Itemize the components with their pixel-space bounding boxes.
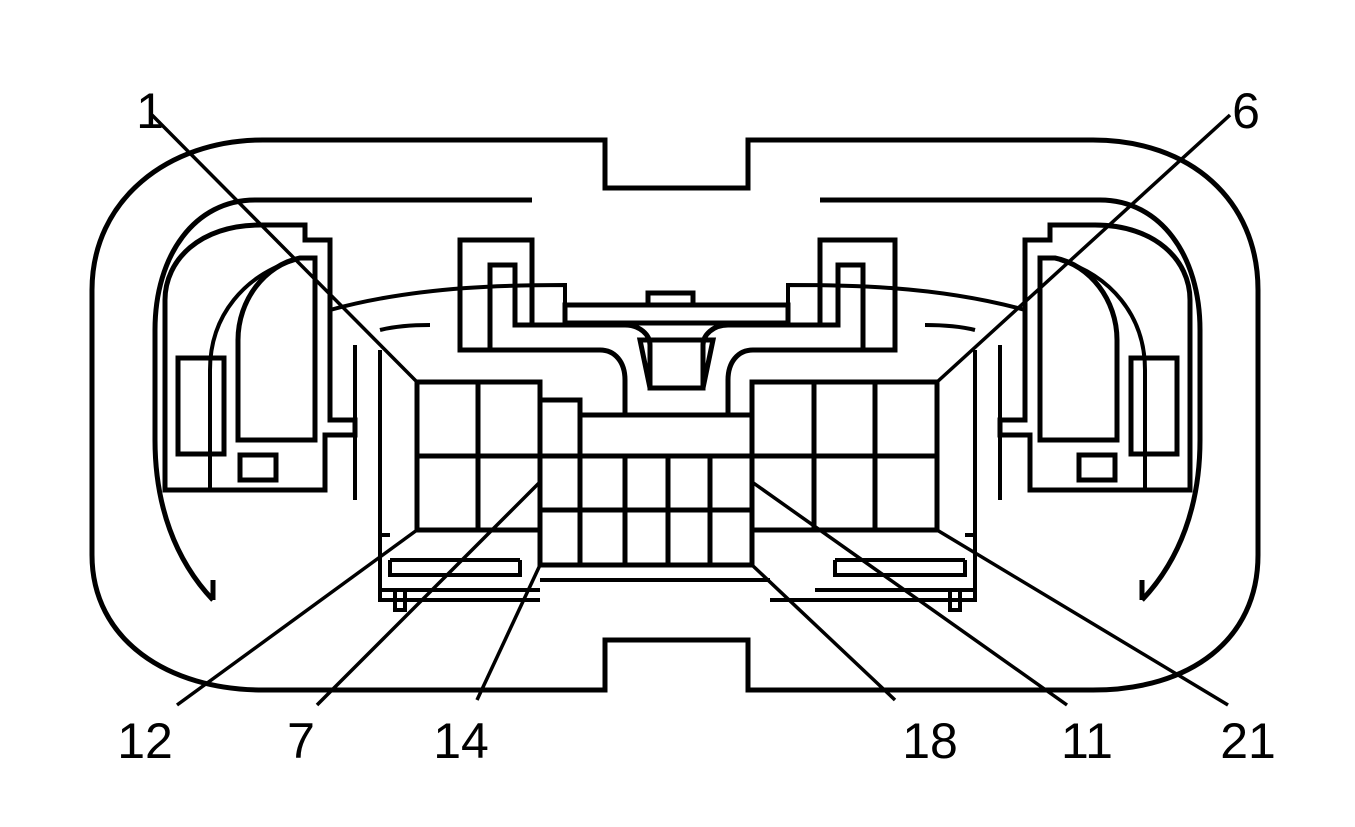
leader-line-pin-14 bbox=[475, 564, 542, 701]
leader-line-pin-7 bbox=[315, 480, 542, 707]
right-guide-arc bbox=[820, 197, 1203, 602]
connector-housing-outline bbox=[89, 137, 1261, 693]
pin-label-14: 14 bbox=[433, 713, 489, 769]
inner-housing-left-wall bbox=[328, 310, 431, 500]
inner-housing-right-wall bbox=[924, 310, 1027, 500]
leader-line-pin-6 bbox=[935, 113, 1232, 384]
leader-line-pin-1 bbox=[150, 113, 419, 384]
right-cavity-block bbox=[749, 379, 940, 533]
pin-label-11: 11 bbox=[1061, 713, 1113, 769]
center-cavity-block bbox=[537, 397, 755, 568]
pin-label-18: 18 bbox=[902, 713, 958, 769]
pin-label-6: 6 bbox=[1232, 83, 1260, 139]
leader-line-pin-21 bbox=[936, 528, 1229, 707]
connector-body-bottom bbox=[378, 578, 977, 612]
pin-label-12: 12 bbox=[117, 713, 173, 769]
pin-label-21: 21 bbox=[1220, 713, 1276, 769]
connector-body-left bbox=[378, 350, 540, 592]
central-key bbox=[457, 237, 898, 418]
left-cavity-block bbox=[414, 379, 543, 533]
leader-line-pin-11 bbox=[750, 480, 1069, 707]
connector-body-right bbox=[815, 350, 977, 592]
leader-line-pin-12 bbox=[175, 528, 419, 707]
left-latch bbox=[162, 222, 358, 493]
left-guide-arc bbox=[152, 197, 532, 602]
right-latch bbox=[997, 222, 1193, 493]
pin-label-1: 1 bbox=[136, 83, 164, 139]
pin-label-7: 7 bbox=[287, 713, 315, 769]
leader-line-pin-18 bbox=[750, 563, 897, 702]
